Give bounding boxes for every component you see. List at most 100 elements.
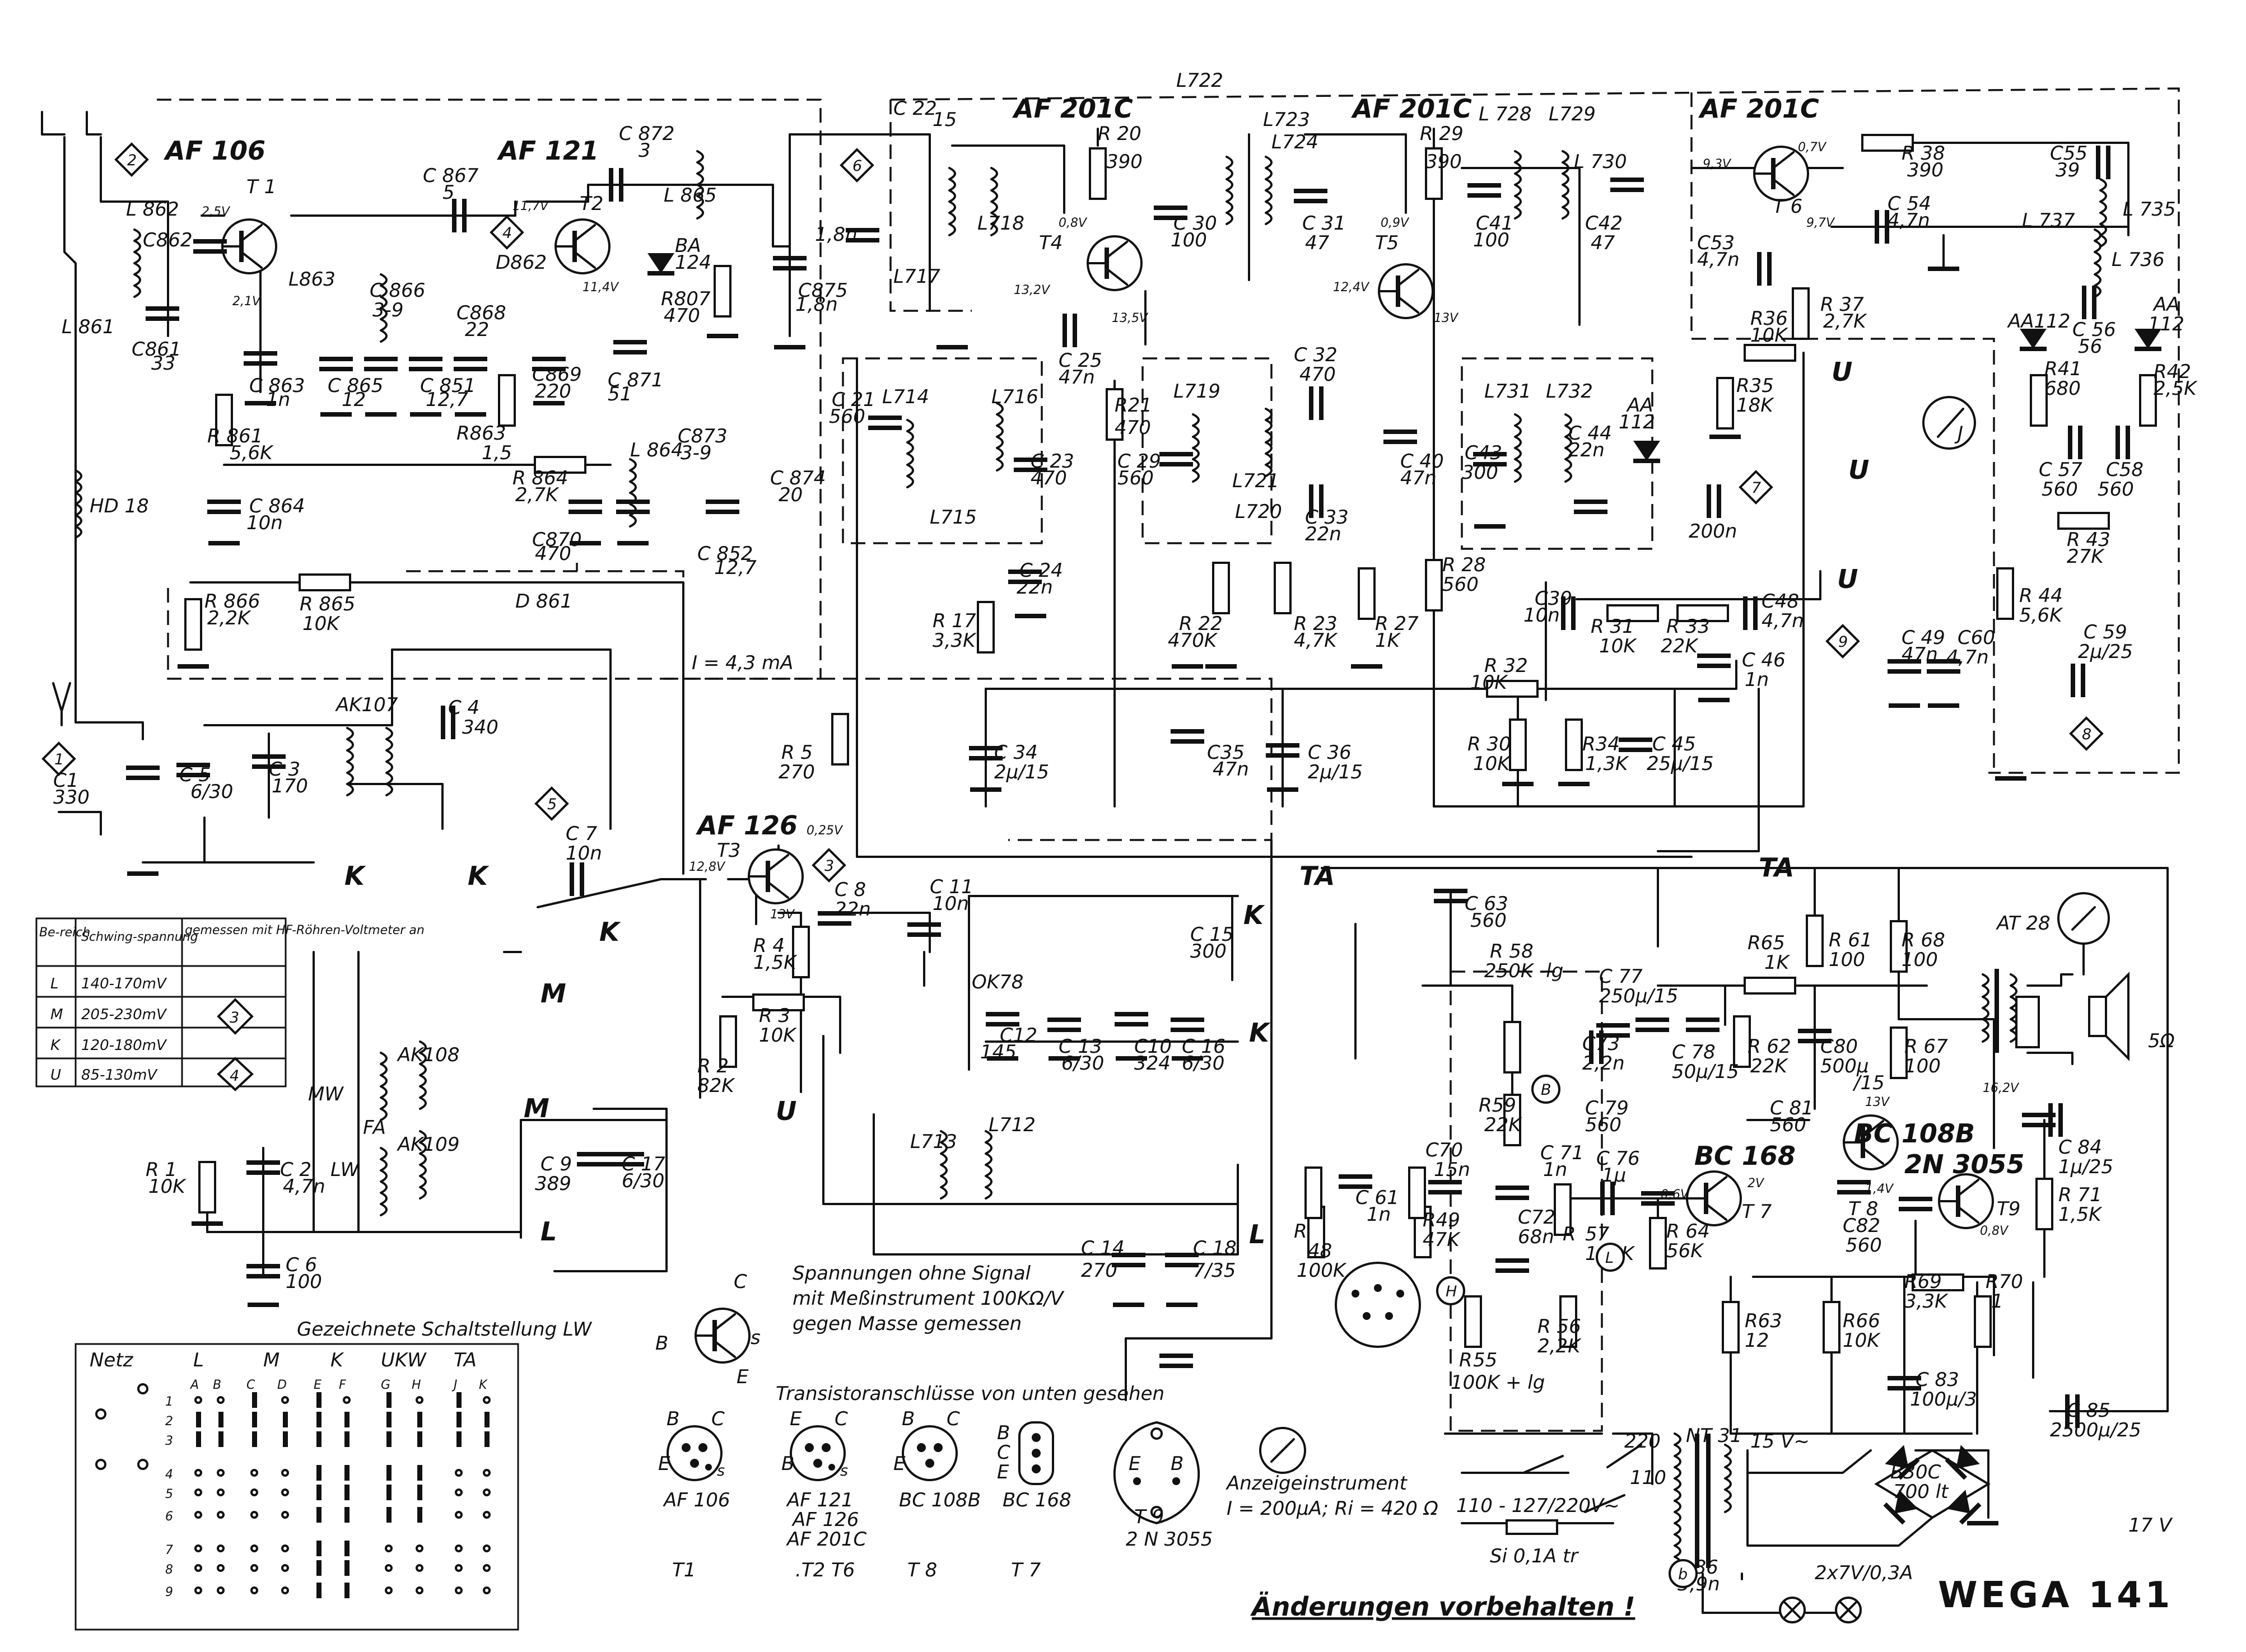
svg-text:E: E: [737, 1366, 749, 1388]
pin-label: C: [835, 1408, 848, 1430]
label-r17v: 3,3K: [933, 629, 977, 652]
label-r861: R 861: [207, 425, 263, 447]
label-l735: L 735: [2123, 198, 2176, 221]
label-r59v: 22K: [1484, 1114, 1522, 1136]
switch-contact: [484, 1412, 490, 1427]
label-c36: C 36: [1308, 741, 1352, 764]
pin-label: E: [658, 1453, 670, 1475]
label-r70v: 1: [1991, 1290, 2003, 1313]
label-r17: R 17: [933, 610, 976, 632]
label-c14: C 14: [1081, 1237, 1125, 1259]
label-c23v: 470: [1031, 467, 1067, 489]
switch-contact: [196, 1431, 201, 1447]
label-l718: L718: [977, 212, 1024, 235]
label-r66v: 10K: [1843, 1329, 1881, 1352]
label-r34v: 1,3K: [1585, 753, 1629, 775]
switch-contact: [316, 1541, 321, 1556]
label-c10v: 324: [1134, 1052, 1171, 1075]
label-r1v: 10K: [148, 1175, 187, 1198]
antenna-icon: [41, 111, 102, 836]
pinout-name: AF 121: [786, 1489, 854, 1511]
label-r21: R21: [1115, 394, 1152, 417]
label-c10: C10: [1134, 1035, 1172, 1058]
marker-8: 8: [2069, 716, 2104, 751]
label-c871v: 51: [608, 383, 632, 405]
svg-text:AF 126: AF 126: [696, 810, 798, 841]
voltage-labels: 2,5V2,1V11,7V11,4V0,8V13,2V13,5V0,9V12,4…: [202, 141, 2020, 1238]
label-c872v: 3: [639, 139, 651, 162]
label-c16: C 16: [1182, 1035, 1225, 1058]
svg-text:L: L: [1605, 1249, 1614, 1267]
label-r4v: 1,5K: [753, 951, 798, 974]
label-l736: L 736: [2112, 249, 2165, 271]
voltage-reading: 9,3V: [1703, 157, 1732, 171]
pilot-lamps: [1779, 1597, 1862, 1623]
svg-text:TA: TA: [454, 1349, 477, 1371]
switch-open: [217, 1396, 225, 1404]
label-ohm5: 5Ω: [2148, 1030, 2175, 1052]
label-r29v: 390: [1425, 151, 1462, 173]
pinout-name: BC 108B: [899, 1489, 981, 1511]
label-r43v: 27K: [2067, 545, 2105, 568]
switch-letter: U: [776, 1096, 796, 1126]
switch-open: [194, 1488, 202, 1496]
switch-contact: [456, 1431, 462, 1447]
switch-open: [281, 1586, 289, 1594]
label-c1v: 330: [53, 786, 90, 809]
mains-transformer: [1674, 1432, 1732, 1569]
label-c863v: 1n: [266, 389, 290, 411]
pinout-ref: T 9: [1134, 1506, 1164, 1528]
svg-text:5: 5: [165, 1487, 173, 1501]
switch-letter: K: [344, 861, 366, 891]
svg-text:8: 8: [2082, 726, 2091, 743]
svg-text:B: B: [655, 1332, 668, 1355]
netz-contact: [137, 1383, 148, 1394]
svg-text:K: K: [50, 1037, 61, 1054]
label-l721: L721: [1232, 470, 1279, 492]
transistor-t8: BC 108B T 8: [1844, 1116, 1975, 1220]
label-c42: C42: [1585, 212, 1623, 235]
switch-open: [217, 1544, 225, 1552]
svg-text:D: D: [277, 1378, 287, 1392]
label-c71v: 1n: [1543, 1159, 1567, 1181]
svg-text:Änderungen vorbehalten !: Änderungen vorbehalten !: [1250, 1592, 1635, 1622]
pin-label: C: [711, 1408, 725, 1430]
label-r71: R 71: [2058, 1184, 2102, 1206]
label-c85v: 2500μ/25: [2050, 1419, 2141, 1441]
label-c42v: 47: [1591, 232, 1615, 254]
switch-open: [455, 1488, 463, 1496]
label-l865: L 865: [664, 184, 717, 207]
label-c85: C 85: [2067, 1399, 2110, 1422]
label-r3: R 3: [759, 1005, 790, 1027]
label-r23v: 4,7K: [1294, 629, 1338, 652]
label-c17: C 17: [622, 1153, 665, 1175]
label-lw: LW: [330, 1159, 360, 1181]
label-c200n: 200n: [1689, 520, 1737, 543]
netz-contact: [95, 1459, 106, 1470]
label-c31v: 47: [1305, 232, 1330, 254]
voltage-reading: 13V: [770, 908, 795, 922]
switch-letter: K: [599, 917, 621, 947]
test-point-b: b: [1669, 1559, 1698, 1588]
label-lamps: 2x7V/0,3A: [1815, 1562, 1913, 1584]
label-c72v: 68n: [1518, 1226, 1554, 1248]
label-tap220: 220: [1624, 1430, 1661, 1453]
label-c871: C 871: [608, 369, 663, 391]
switch-open: [194, 1544, 202, 1552]
label-r42v: 2,5K: [2154, 377, 2198, 400]
marker-3: 3: [812, 848, 846, 883]
label-r64: R 64: [1666, 1220, 1710, 1243]
label-c61: C 61: [1355, 1187, 1399, 1209]
bridge-rectifier: [1874, 1445, 1991, 1523]
label-r807v: 470: [664, 305, 700, 327]
label-c76: C 76: [1596, 1147, 1640, 1170]
label-c870: C870: [532, 529, 582, 551]
pin-label: B: [902, 1408, 915, 1430]
svg-text:3: 3: [230, 1009, 239, 1026]
switch-contact: [386, 1412, 392, 1427]
label-r48v2: 100K: [1297, 1259, 1347, 1282]
svg-text:AF 121: AF 121: [497, 136, 599, 166]
label-c851v: 12,7: [426, 389, 468, 411]
